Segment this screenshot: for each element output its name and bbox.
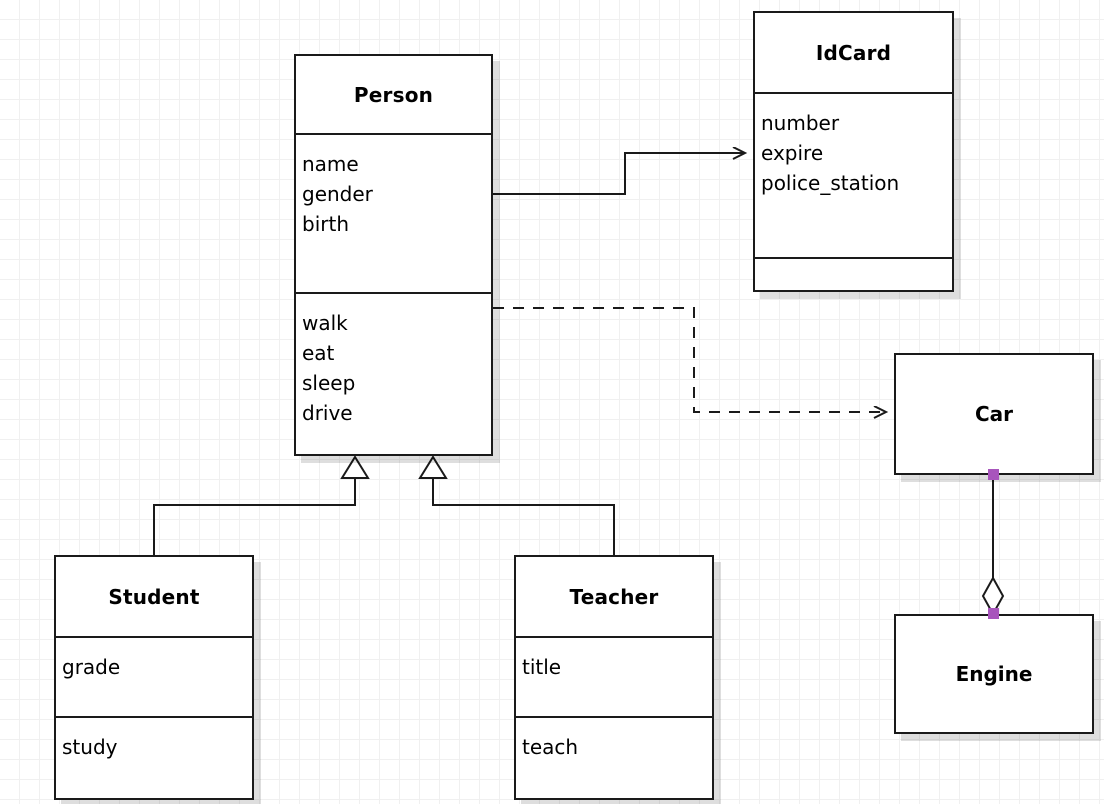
class-box-teacher[interactable]: Teacher title teach — [514, 555, 714, 800]
attribute-item: gender — [302, 182, 373, 206]
method-item: drive — [302, 401, 353, 425]
class-attributes-person: name gender birth — [296, 133, 491, 292]
attribute-item: title — [522, 655, 562, 679]
class-methods-person: walk eat sleep drive — [296, 292, 491, 456]
attribute-item: number — [761, 111, 840, 135]
attribute-item: expire — [761, 141, 824, 165]
class-title-teacher: Teacher — [569, 584, 659, 609]
attribute-item: birth — [302, 212, 349, 236]
class-box-student[interactable]: Student grade study — [54, 555, 254, 800]
class-methods-student: study — [56, 716, 252, 802]
class-title-person: Person — [353, 82, 434, 107]
selection-handle-car-end[interactable] — [988, 469, 999, 480]
class-title-idcard: IdCard — [815, 40, 892, 65]
class-box-person[interactable]: Person name gender birth walk eat sleep … — [294, 54, 493, 456]
class-methods-teacher: teach — [516, 716, 712, 802]
class-methods-idcard — [755, 257, 952, 294]
class-title-car: Car — [974, 402, 1014, 426]
relation-generalization-teacher-person[interactable] — [418, 455, 615, 555]
attribute-item: name — [302, 152, 359, 176]
class-box-car[interactable]: Car — [894, 353, 1094, 475]
relation-generalization-student-person[interactable] — [153, 455, 370, 555]
selection-handle-engine-end[interactable] — [988, 608, 999, 619]
class-box-idcard[interactable]: IdCard number expire police_station — [753, 11, 954, 292]
class-title-student: Student — [108, 584, 200, 609]
attribute-item: grade — [62, 655, 121, 679]
method-item: teach — [522, 735, 579, 759]
class-box-engine[interactable]: Engine — [894, 614, 1094, 734]
relation-dependency-person-car[interactable] — [493, 307, 886, 412]
method-item: eat — [302, 341, 335, 365]
relation-aggregation-car-engine[interactable] — [981, 475, 1005, 617]
class-title-engine: Engine — [955, 662, 1033, 686]
method-item: study — [62, 735, 118, 759]
class-attributes-idcard: number expire police_station — [755, 92, 952, 257]
class-attributes-student: grade — [56, 636, 252, 716]
method-item: walk — [302, 311, 348, 335]
relation-association-person-idcard[interactable] — [493, 153, 745, 195]
attribute-item: police_station — [761, 171, 900, 195]
class-attributes-teacher: title — [516, 636, 712, 716]
method-item: sleep — [302, 371, 356, 395]
